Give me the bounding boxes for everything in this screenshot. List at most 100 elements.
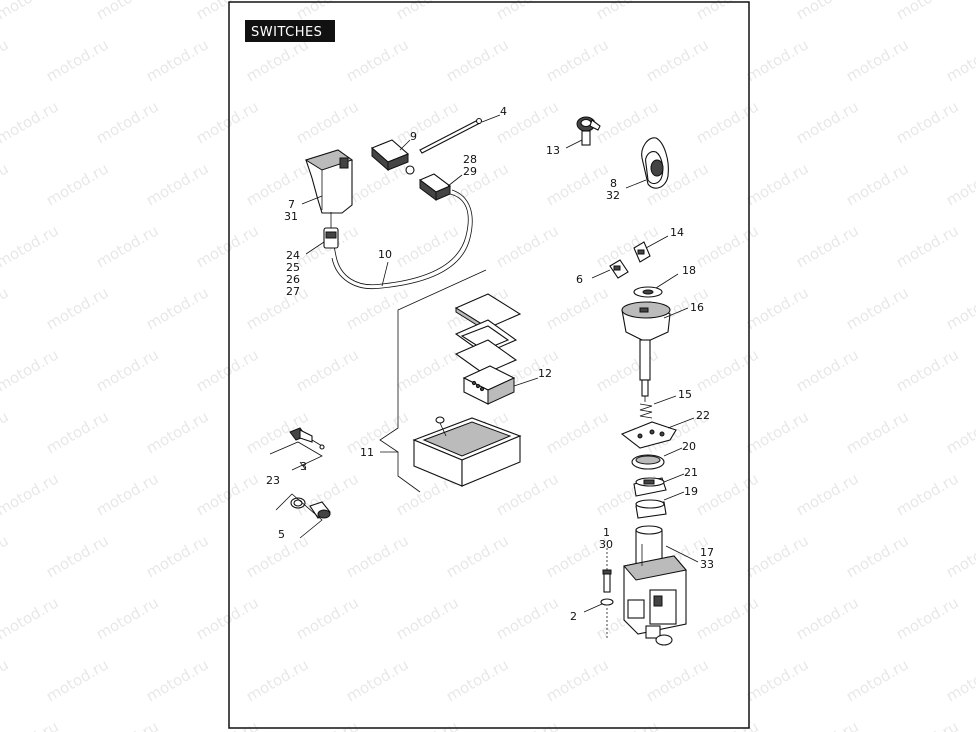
callout-27: 27 <box>286 285 300 298</box>
watermark-text: motod.ru <box>893 97 962 147</box>
watermark-text: motod.ru <box>743 531 812 581</box>
watermark-text: motod.ru <box>293 717 362 732</box>
watermark-text: motod.ru <box>893 717 962 732</box>
callout-25: 25 <box>286 261 300 274</box>
callout-15: 15 <box>678 388 692 401</box>
watermark-text: motod.ru <box>843 531 912 581</box>
watermark-text: motod.ru <box>0 469 62 519</box>
watermark-text: motod.ru <box>243 283 312 333</box>
part-switch-housing <box>304 149 354 214</box>
callout-19: 19 <box>684 485 698 498</box>
watermark-text: motod.ru <box>493 717 562 732</box>
callout-30: 30 <box>599 538 613 551</box>
watermark-text: motod.ru <box>693 717 762 732</box>
watermark-text: motod.ru <box>443 531 512 581</box>
watermark-text: motod.ru <box>693 469 762 519</box>
watermark-text: motod.ru <box>43 159 112 209</box>
watermark-text: motod.ru <box>743 655 812 705</box>
part-3-switch <box>289 427 325 450</box>
callout-12: 12 <box>538 367 552 380</box>
part-19-sleeve <box>635 499 667 519</box>
watermark-text: motod.ru <box>393 97 462 147</box>
watermark-text: motod.ru <box>0 531 12 581</box>
callout-23: 23 <box>266 474 280 487</box>
watermark-text: motod.ru <box>343 407 412 457</box>
watermark-text: motod.ru <box>693 97 762 147</box>
part-connector-28 <box>418 173 452 201</box>
watermark-text: motod.ru <box>393 221 462 271</box>
callout-32: 32 <box>606 189 620 202</box>
watermark-text: motod.ru <box>593 717 662 732</box>
part-plug-24 <box>323 212 339 249</box>
watermark-text: motod.ru <box>693 221 762 271</box>
watermark-text: motod.ru <box>943 35 976 85</box>
watermark-text: motod.ru <box>743 35 812 85</box>
group-bracket-11 <box>379 269 522 493</box>
callout-14: 14 <box>670 226 684 239</box>
part-connector-9 <box>370 139 415 175</box>
callout-13: 13 <box>546 144 560 157</box>
callout-17: 17 <box>700 546 714 559</box>
part-8-cover <box>641 137 669 189</box>
watermark-text: motod.ru <box>243 655 312 705</box>
watermark-text: motod.ru <box>193 345 262 395</box>
watermark-text: motod.ru <box>293 593 362 643</box>
watermark-text: motod.ru <box>693 345 762 395</box>
watermark-text: motod.ru <box>393 0 462 23</box>
callout-1: 1 <box>603 526 610 539</box>
callout-5: 5 <box>278 528 285 541</box>
callout-2: 2 <box>570 610 577 623</box>
callout-7: 7 <box>288 198 295 211</box>
watermark-text: motod.ru <box>843 35 912 85</box>
watermark-text: motod.ru <box>293 345 362 395</box>
watermark-text: motod.ru <box>143 283 212 333</box>
watermark-text: motod.ru <box>443 655 512 705</box>
watermark-text: motod.ru <box>0 345 62 395</box>
watermark-text: motod.ru <box>943 531 976 581</box>
watermark-text: motod.ru <box>943 407 976 457</box>
callout-4: 4 <box>500 105 507 118</box>
watermark-text: motod.ru <box>293 97 362 147</box>
callout-28: 28 <box>463 153 477 166</box>
page-title: SWITCHES <box>251 25 322 40</box>
part-14-clip <box>633 241 651 263</box>
watermark-text: motod.ru <box>843 655 912 705</box>
watermark-text: motod.ru <box>193 0 262 23</box>
watermark-text: motod.ru <box>0 35 12 85</box>
watermark-text: motod.ru <box>443 35 512 85</box>
watermark-text: motod.ru <box>93 469 162 519</box>
watermark-text: motod.ru <box>393 593 462 643</box>
part-17-switch-body <box>623 525 687 646</box>
watermark-text: motod.ru <box>893 345 962 395</box>
watermark-text: motod.ru <box>343 159 412 209</box>
watermark-text: motod.ru <box>793 593 862 643</box>
watermark-text: motod.ru <box>0 717 62 732</box>
watermark-text: motod.ru <box>93 345 162 395</box>
watermark-text: motod.ru <box>93 97 162 147</box>
callout-11: 11 <box>360 446 374 459</box>
watermark-text: motod.ru <box>793 717 862 732</box>
watermark-text: motod.ru <box>643 35 712 85</box>
watermark-text: motod.ru <box>793 221 862 271</box>
watermark-text: motod.ru <box>193 593 262 643</box>
watermark-text: motod.ru <box>0 97 62 147</box>
watermark-text: motod.ru <box>393 717 462 732</box>
watermark-text: motod.ru <box>343 655 412 705</box>
watermark-text: motod.ru <box>743 283 812 333</box>
watermark-text: motod.ru <box>893 0 962 23</box>
callout-31: 31 <box>284 210 298 223</box>
watermark-text: motod.ru <box>893 593 962 643</box>
watermark-text: motod.ru <box>0 283 12 333</box>
watermark-text: motod.ru <box>143 159 212 209</box>
callout-3: 3 <box>300 460 307 473</box>
watermark-text: motod.ru <box>143 655 212 705</box>
watermark-text: motod.ru <box>43 35 112 85</box>
watermark-text: motod.ru <box>493 593 562 643</box>
part-1-screw <box>600 548 614 640</box>
watermark-text: motod.ru <box>43 655 112 705</box>
callout-26: 26 <box>286 273 300 286</box>
part-21-rotor <box>633 477 667 497</box>
watermark-text: motod.ru <box>393 345 462 395</box>
watermark-text: motod.ru <box>843 283 912 333</box>
